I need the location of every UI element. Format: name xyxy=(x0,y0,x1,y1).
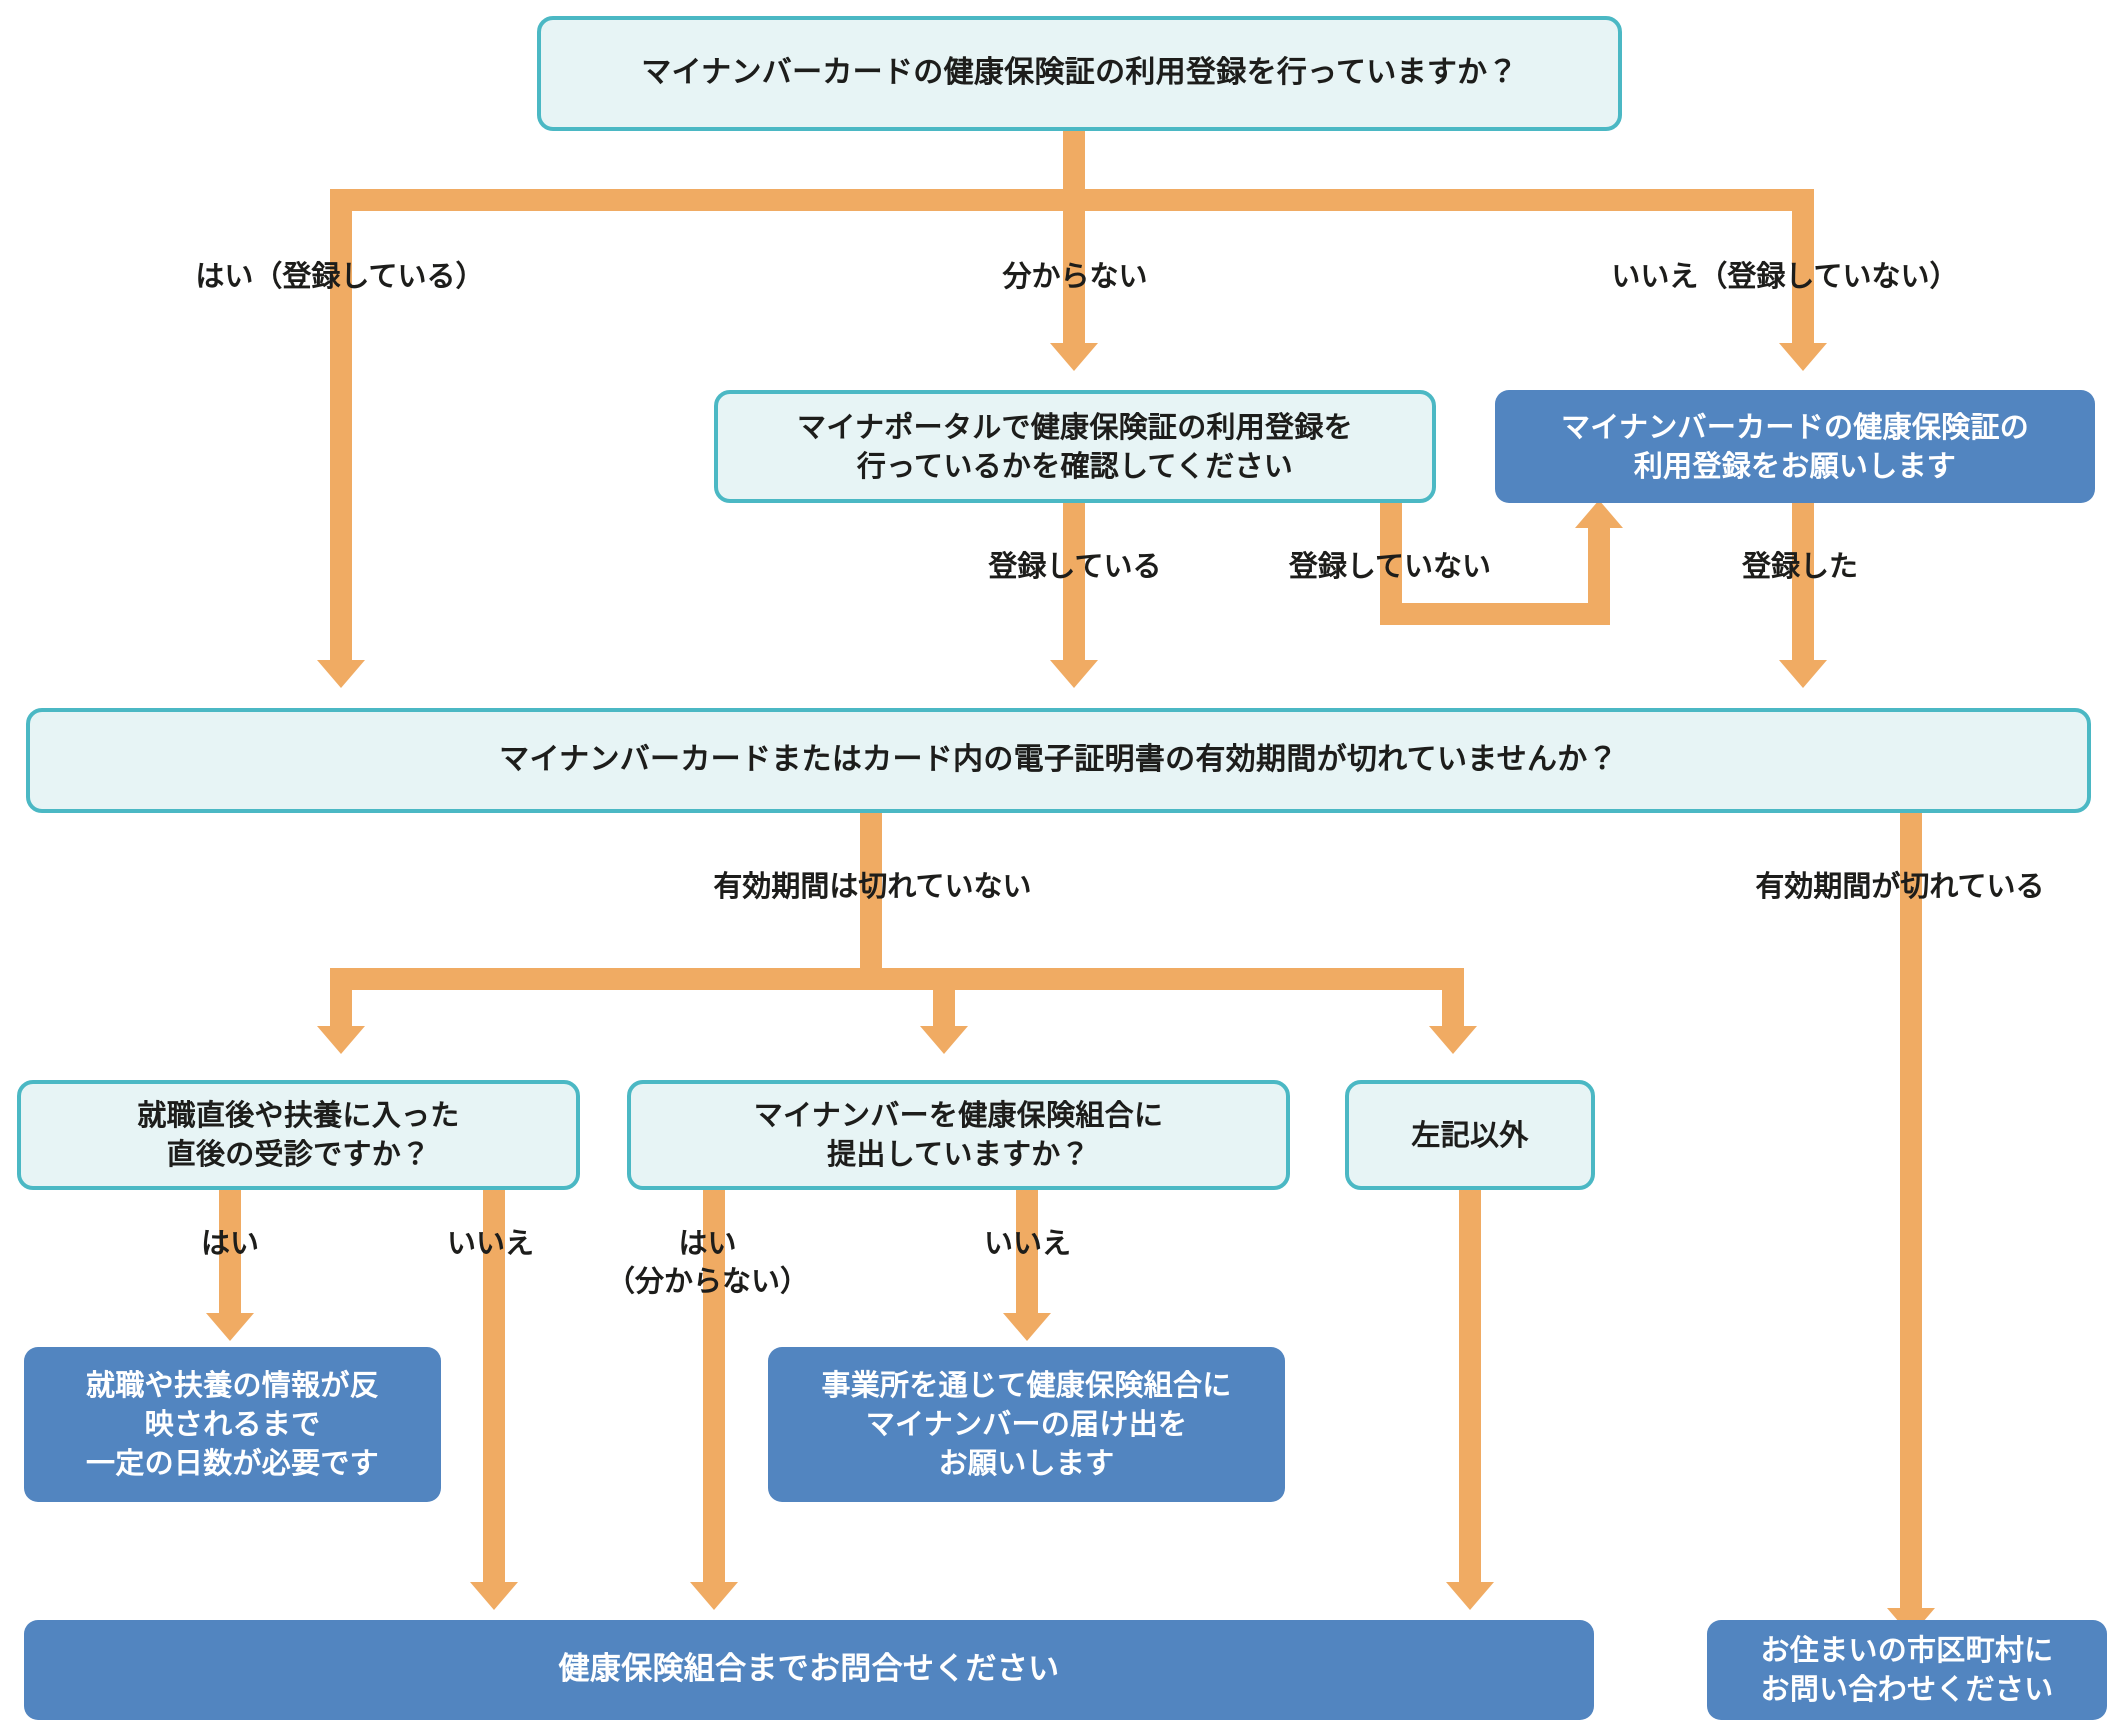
edge-label-yes-registered: はい（登録している） xyxy=(195,259,485,293)
connector-not-registered2-up xyxy=(1588,525,1610,625)
edge-label-yes1: はい xyxy=(200,1226,259,1260)
connector-yes1-arrow xyxy=(206,1313,254,1341)
connector-not-registered-line xyxy=(1792,189,1814,351)
connector-dontknow-arrow xyxy=(1050,343,1098,371)
connector-no2-arrow xyxy=(1003,1313,1051,1341)
edge-label-no2: いいえ xyxy=(983,1226,1071,1260)
connector-branch-right-arrow xyxy=(1429,1026,1477,1054)
edge-label-no1: いいえ xyxy=(446,1226,534,1260)
node-just-employed-question: 就職直後や扶養に入った 直後の受診ですか？ xyxy=(17,1080,580,1190)
node-submit-via-office-answer: 事業所を通じて健康保険組合に マイナンバーの届け出を お願いします xyxy=(768,1347,1285,1502)
connector-no2-line xyxy=(1016,1190,1038,1320)
node-submitted-mynumber-question: マイナンバーを健康保険組合に 提出していますか？ xyxy=(627,1080,1290,1190)
edge-label-not-registered: 登録していない xyxy=(1288,549,1492,583)
connector-is-registered-arrow xyxy=(1050,660,1098,688)
connector-branch-left-line xyxy=(330,968,352,1034)
edge-label-is-registered: 登録している xyxy=(988,549,1162,583)
connector-not-registered2-arrow xyxy=(1575,500,1623,528)
node-other-question: 左記以外 xyxy=(1345,1080,1595,1190)
connector-yes2-arrow xyxy=(690,1582,738,1610)
connector-no1-line xyxy=(483,1190,505,1590)
connector-did-register-line xyxy=(1792,503,1814,668)
node-register-request: マイナンバーカードの健康保険証の 利用登録をお願いします xyxy=(1495,390,2095,503)
connector-branch-left-arrow xyxy=(317,1026,365,1054)
connector-yes-registered-arrow xyxy=(317,660,365,688)
node-wait-days-answer: 就職や扶養の情報が反 映されるまで 一定の日数が必要です xyxy=(24,1347,441,1502)
connector-dontknow-line xyxy=(1063,189,1085,351)
connector-no1-arrow xyxy=(470,1582,518,1610)
connector-validity-expired-line xyxy=(1900,813,1922,1616)
node-contact-city-answer: お住まいの市区町村に お問い合わせください xyxy=(1707,1620,2107,1720)
node-contact-kenpo-answer: 健康保険組合までお問合せください xyxy=(24,1620,1594,1720)
node-validity-question: マイナンバーカードまたはカード内の電子証明書の有効期間が切れていませんか？ xyxy=(26,708,2091,813)
connector-not-registered2-down xyxy=(1380,503,1402,625)
connector-other-line xyxy=(1459,1190,1481,1590)
connector-validity-ok-bus xyxy=(330,968,1464,990)
node-check-myna-portal: マイナポータルで健康保険証の利用登録を 行っているかを確認してください xyxy=(714,390,1436,503)
connector-is-registered-line xyxy=(1063,503,1085,668)
edge-label-dont-know: 分からない xyxy=(1002,259,1148,293)
connector-branch-mid-arrow xyxy=(920,1026,968,1054)
edge-label-yes2: はい （分からない） xyxy=(605,1226,809,1298)
connector-not-registered2-across xyxy=(1380,603,1610,625)
connector-branch-right-line xyxy=(1442,968,1464,1034)
connector-start-trunk xyxy=(1063,131,1085,189)
edge-label-did-register: 登録した xyxy=(1741,549,1858,583)
connector-other-arrow xyxy=(1446,1582,1494,1610)
edge-label-validity-expired: 有効期間が切れている xyxy=(1755,869,2045,903)
connector-yes2-line xyxy=(703,1190,725,1590)
node-start-question: マイナンバーカードの健康保険証の利用登録を行っていますか？ xyxy=(537,16,1622,131)
connector-did-register-arrow xyxy=(1779,660,1827,688)
edge-label-no-not-registered: いいえ（登録していない） xyxy=(1611,259,1959,293)
connector-validity-ok-trunk xyxy=(860,813,882,968)
connector-branch-mid-line xyxy=(933,968,955,1034)
connector-yes1-line xyxy=(219,1190,241,1320)
connector-yes-registered-line xyxy=(330,189,352,668)
edge-label-validity-ok: 有効期間は切れていない xyxy=(713,869,1032,903)
connector-not-registered-arrow xyxy=(1779,343,1827,371)
